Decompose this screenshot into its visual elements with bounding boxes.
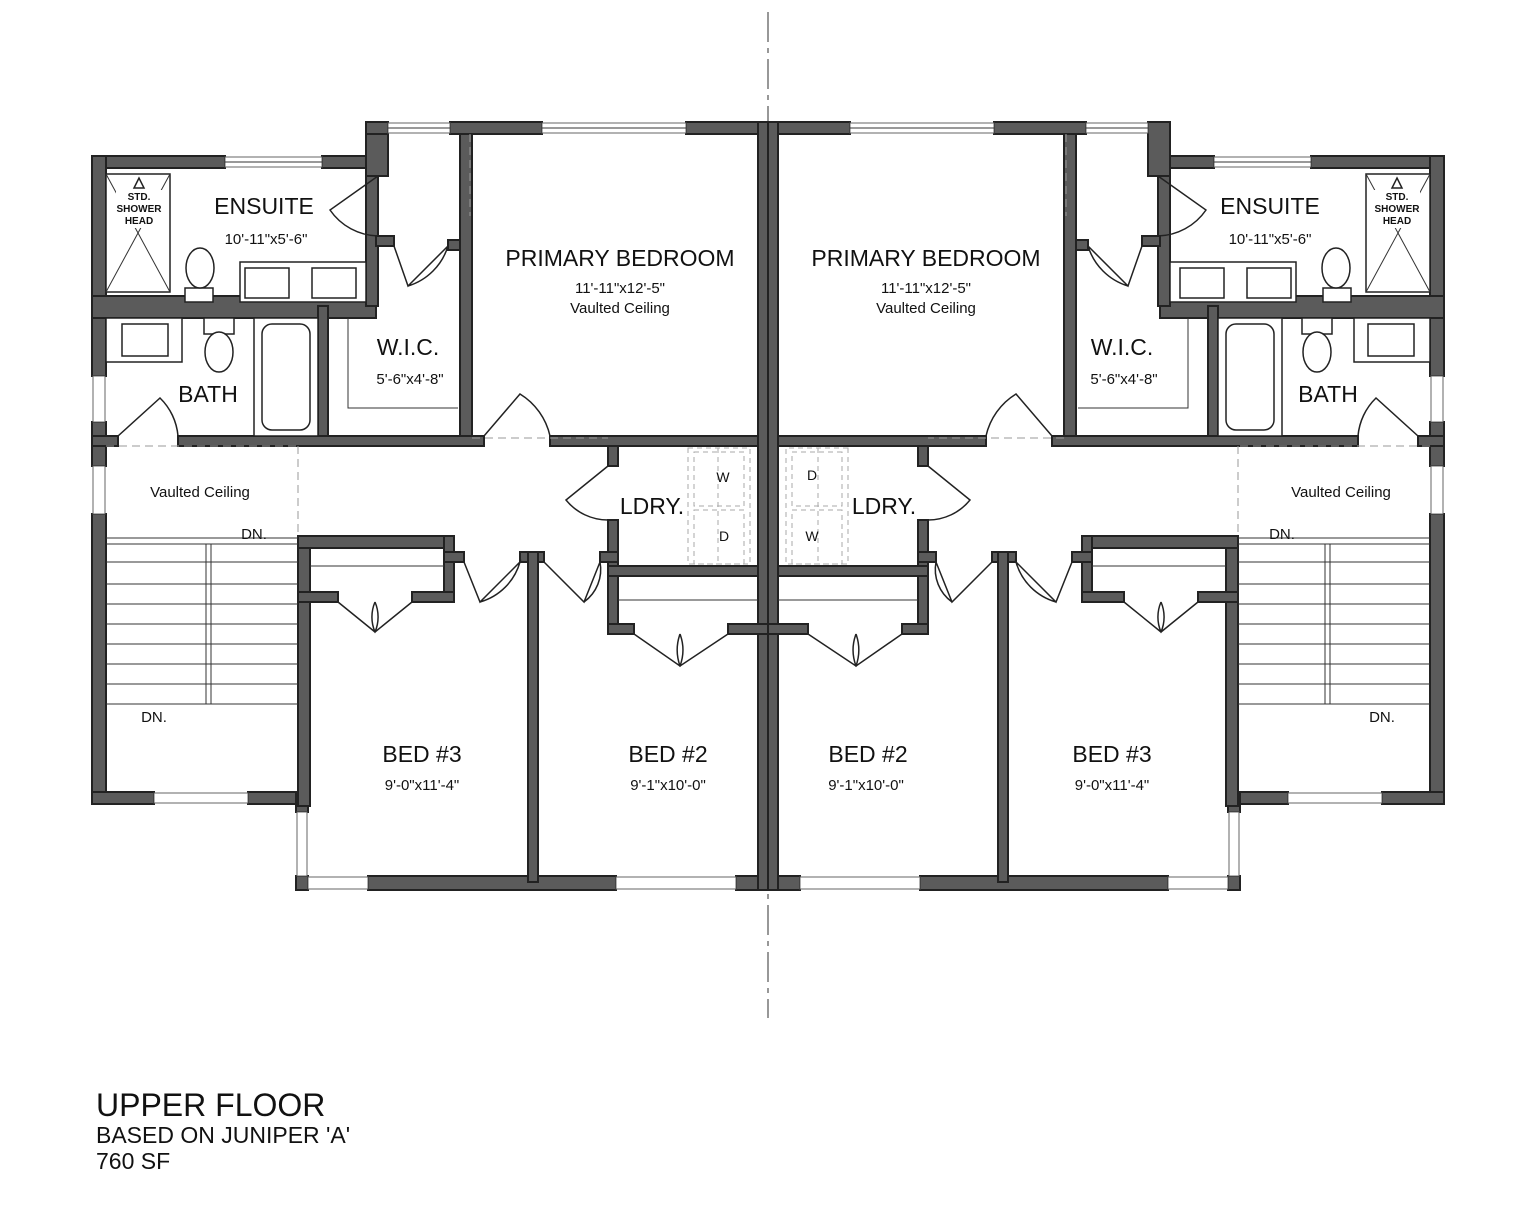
wic-label: W.I.C.	[377, 334, 440, 360]
door-swing	[328, 175, 379, 237]
unit-left: STD. SHOWER HEAD	[91, 121, 769, 891]
primary-bedroom-note: Vaulted Ceiling	[876, 300, 976, 317]
ensuite-dims: 10'-11"x5'-6"	[225, 231, 308, 248]
plan-area: 760 SF	[96, 1148, 171, 1174]
bed3-dims: 9'-0"x11'-4"	[1075, 777, 1149, 794]
door-swing	[985, 393, 1053, 437]
plan-caption: UPPER FLOOR BASED ON JUNIPER 'A' 760 SF	[96, 1088, 350, 1174]
stair-down-label: DN.	[241, 526, 267, 543]
bed2-dims: 9'-1"x10'-0"	[630, 777, 706, 794]
door-swing	[633, 633, 729, 668]
primary-bedroom-note: Vaulted Ceiling	[570, 300, 670, 317]
door-swing	[1357, 396, 1419, 437]
door-swing	[934, 559, 993, 604]
vaulted-ceiling-label: Vaulted Ceiling	[1291, 484, 1391, 501]
door-swing	[543, 559, 602, 604]
warning-icon	[1390, 176, 1404, 189]
wic-dims: 5'-6"x4'-8"	[1090, 371, 1157, 388]
wic-dims: 5'-6"x4'-8"	[376, 371, 443, 388]
bath-label: BATH	[1298, 381, 1358, 407]
primary-bedroom-label: PRIMARY BEDROOM	[505, 245, 734, 271]
door-swing	[1157, 175, 1208, 237]
door-swing	[564, 465, 609, 521]
bath-label: BATH	[178, 381, 238, 407]
bed3-dims: 9'-0"x11'-4"	[385, 777, 459, 794]
bed3-label: BED #3	[1072, 741, 1151, 767]
plan-subtitle: BASED ON JUNIPER 'A'	[96, 1122, 351, 1148]
shower-label-1: STD.	[1386, 192, 1409, 203]
bed2-label: BED #2	[828, 741, 907, 767]
primary-bedroom-label: PRIMARY BEDROOM	[811, 245, 1040, 271]
door-swing	[463, 559, 522, 604]
door-swing	[1087, 245, 1143, 288]
door-swing	[337, 601, 413, 634]
plan-title: UPPER FLOOR	[96, 1087, 326, 1123]
door-swing	[117, 396, 179, 437]
bed3-label: BED #3	[382, 741, 461, 767]
shower-label-2: SHOWER	[117, 204, 163, 215]
dryer-label: D	[807, 467, 817, 483]
door-swing	[393, 245, 449, 288]
stair-down-label: DN.	[141, 709, 167, 726]
ensuite-dims: 10'-11"x5'-6"	[1229, 231, 1312, 248]
vaulted-ceiling-label: Vaulted Ceiling	[150, 484, 250, 501]
door-swing	[807, 633, 903, 668]
shower-label-2: SHOWER	[1375, 204, 1421, 215]
primary-bedroom-dims: 11'-11"x12'-5"	[575, 280, 665, 297]
wic-label: W.I.C.	[1091, 334, 1154, 360]
washer-label: W	[716, 469, 730, 485]
stairs	[1238, 537, 1430, 705]
door-swing	[483, 393, 551, 437]
laundry-label: LDRY.	[620, 493, 684, 519]
toilet	[1322, 287, 1352, 303]
ensuite-label: ENSUITE	[214, 193, 314, 219]
toilet	[184, 287, 214, 303]
unit-right: STD. SHOWER HEAD ENSUITE 10'-11"x5'-6" P…	[767, 121, 1445, 891]
shower-label-3: HEAD	[1383, 216, 1411, 227]
primary-bedroom-dims: 11'-11"x12'-5"	[881, 280, 971, 297]
dryer-label: D	[719, 528, 729, 544]
ensuite-label: ENSUITE	[1220, 193, 1320, 219]
stair-down-label: DN.	[1269, 526, 1295, 543]
laundry-label: LDRY.	[852, 493, 916, 519]
stair-down-label: DN.	[1369, 709, 1395, 726]
door-swing	[1014, 559, 1073, 604]
door-swing	[927, 465, 972, 521]
warning-icon	[132, 176, 146, 189]
door-swing	[1123, 601, 1199, 634]
stairs	[106, 537, 298, 705]
washer-label: W	[805, 528, 819, 544]
shower-label-1: STD.	[128, 192, 151, 203]
shower-label-3: HEAD	[125, 216, 153, 227]
bed2-dims: 9'-1"x10'-0"	[828, 777, 904, 794]
bed2-label: BED #2	[628, 741, 707, 767]
